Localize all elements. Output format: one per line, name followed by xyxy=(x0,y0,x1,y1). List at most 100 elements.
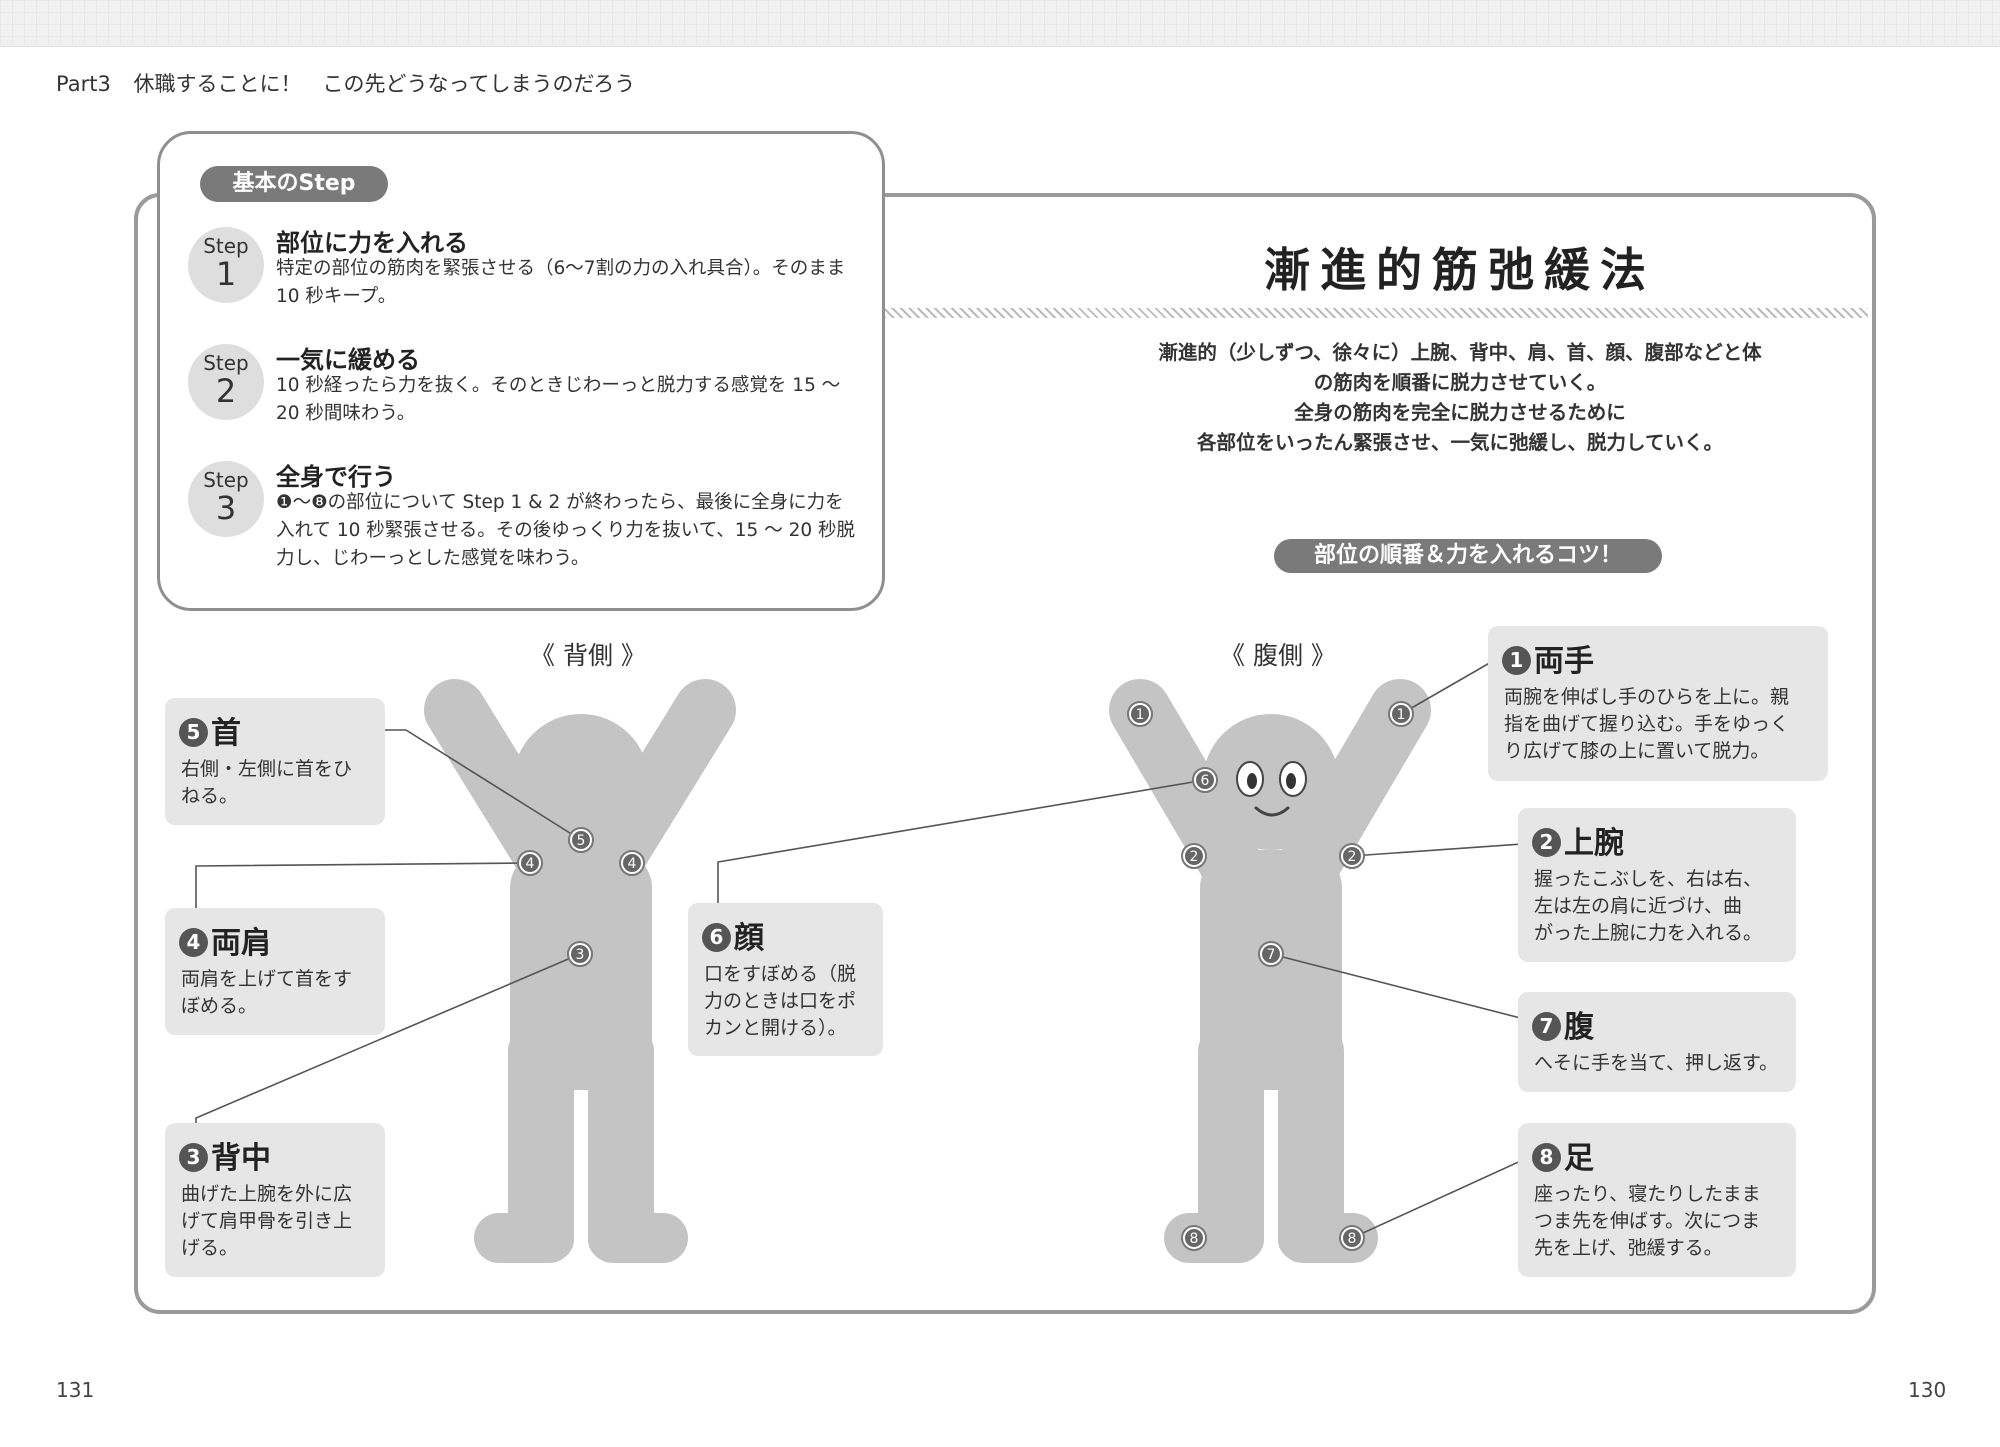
marker-number: 7 xyxy=(1267,947,1276,963)
label-line: 指を曲げて握り込む。手をゆっく xyxy=(1504,713,1790,735)
number-badge: 3 xyxy=(179,1143,208,1172)
label-line: カンと開ける）。 xyxy=(704,1017,847,1039)
step-badge: Step 3 xyxy=(188,461,264,537)
label-line: 両腕を伸ばし手のひらを上に。親 xyxy=(1504,686,1790,708)
step-text: ❶～❽の部位について Step 1 & 2 が終わったら、最後に全身に力を入れて… xyxy=(276,492,855,569)
step-word: Step xyxy=(203,351,249,375)
step-title: 全身で行う xyxy=(276,463,396,491)
intro-line: 漸進的（少しずつ、徐々に）上腕、背中、肩、首、顔、腹部などと体 xyxy=(1158,341,1762,364)
marker-number: 8 xyxy=(1348,1231,1357,1247)
marker-6: 6 xyxy=(1192,767,1218,793)
intro-line: 全身の筋肉を完全に脱力させるために xyxy=(1294,401,1626,424)
number-badge: 4 xyxy=(179,928,208,957)
label-title-text: 顔 xyxy=(734,921,764,956)
step-number: 3 xyxy=(215,489,237,527)
label-title-text: 足 xyxy=(1564,1141,1594,1176)
label-line: 口をすぼめる（脱 xyxy=(704,963,857,985)
page-header: Part3 休職することに！ この先どうなってしまうのだろう xyxy=(56,68,651,98)
label-line: り広げて膝の上に置いて脱力。 xyxy=(1504,740,1770,762)
step-text: 10 秒経ったら力を抜く。そのときじわーっと脱力する感覚を 15 ～ 20 秒間… xyxy=(276,375,841,424)
intro-text: 漸進的（少しずつ、徐々に）上腕、背中、肩、首、顔、腹部などと体 の筋肉を順番に脱… xyxy=(1110,338,1810,458)
label-title-text: 両肩 xyxy=(211,926,271,961)
marker-number: 1 xyxy=(1136,707,1145,723)
label-text: 座ったり、寝たりしたままつま先を伸ばす。次につま先を上げ、弛緩する。 xyxy=(1534,1181,1761,1262)
step-title: 一気に緩める xyxy=(276,346,420,374)
label-line: げて肩甲骨を引き上 xyxy=(181,1210,353,1232)
front-figure xyxy=(1109,679,1431,1263)
label-line: つま先を伸ばす。次につま xyxy=(1534,1210,1761,1232)
number-badge: 1 xyxy=(1502,646,1531,675)
main-title: 漸進的筋弛緩法 xyxy=(1264,243,1656,297)
label-line: 曲げた上腕を外に広 xyxy=(181,1183,353,1205)
label-line: ねる。 xyxy=(181,785,239,807)
label-text: 握ったこぶしを、右は右、左は左の肩に近づけ、曲がった上腕に力を入れる。 xyxy=(1534,866,1762,947)
label-line: 先を上げ、弛緩する。 xyxy=(1534,1237,1723,1259)
marker-number: 5 xyxy=(577,833,586,849)
label-line: へそに手を当て、押し返す。 xyxy=(1534,1052,1779,1074)
label-line: 力のときは口をポ xyxy=(704,990,857,1012)
front-side-label: 《 腹側 》 xyxy=(1220,641,1336,670)
markers: 5 4 4 3 1 1 6 2 2 7 8 8 xyxy=(517,701,1414,1251)
marker-number: 8 xyxy=(1190,1231,1199,1247)
marker-number: 1 xyxy=(1397,707,1406,723)
label-line: 座ったり、寝たりしたまま xyxy=(1534,1183,1761,1205)
marker-number: 3 xyxy=(576,947,585,963)
number-badge: 6 xyxy=(702,923,731,952)
part-label: Part3 xyxy=(56,72,111,96)
label-title-text: 上腕 xyxy=(1564,826,1624,861)
chapter-title: 休職することに！ この先どうなってしまうのだろう xyxy=(133,72,636,96)
back-figure xyxy=(424,679,736,1263)
label-title-text: 腹 xyxy=(1564,1010,1594,1045)
tips-pill: 部位の順番＆力を入れるコツ！ xyxy=(1274,539,1662,573)
title-underline xyxy=(884,308,1868,318)
label-title-text: 首 xyxy=(211,716,241,751)
step-title: 部位に力を入れる xyxy=(276,229,468,257)
marker-4: 4 xyxy=(517,850,543,876)
back-side-label: 《 背側 》 xyxy=(530,641,646,670)
label-line: げる。 xyxy=(181,1237,239,1259)
page-number-right: 130 xyxy=(1908,1378,1947,1402)
label-title-text: 背中 xyxy=(211,1141,271,1176)
step-text: 特定の部位の筋肉を緊張させる（6～7割の力の入れ具合）。そのまま 10 秒キープ… xyxy=(276,258,846,307)
marker-3: 3 xyxy=(567,941,593,967)
marker-8: 8 xyxy=(1181,1225,1207,1251)
marker-2: 2 xyxy=(1181,843,1207,869)
marker-7: 7 xyxy=(1258,941,1284,967)
label-text: 右側・左側に首をひねる。 xyxy=(181,756,352,810)
marker-number: 2 xyxy=(1348,849,1357,865)
top-strip xyxy=(0,0,2000,47)
label-text: 曲げた上腕を外に広げて肩甲骨を引き上げる。 xyxy=(181,1181,352,1262)
marker-1: 1 xyxy=(1388,701,1414,727)
label-text: 口をすぼめる（脱力のときは口をポカンと開ける）。 xyxy=(704,961,856,1042)
label-line: ぼめる。 xyxy=(181,995,258,1017)
marker-8: 8 xyxy=(1339,1225,1365,1251)
step-number: 1 xyxy=(215,255,237,293)
step-badge: Step 2 xyxy=(188,344,264,420)
step-word: Step xyxy=(203,234,249,258)
marker-1: 1 xyxy=(1127,701,1153,727)
intro-line: の筋肉を順番に脱力させていく。 xyxy=(1313,371,1607,394)
label-title-text: 両手 xyxy=(1534,644,1594,679)
label-text: 両腕を伸ばし手のひらを上に。親指を曲げて握り込む。手をゆっくり広げて膝の上に置い… xyxy=(1504,684,1789,765)
steps-pill: 基本のStep xyxy=(200,166,388,202)
label-line: がった上腕に力を入れる。 xyxy=(1534,922,1763,944)
step-word: Step xyxy=(203,468,249,492)
label-line: 右側・左側に首をひ xyxy=(181,758,353,780)
basic-steps-box: 基本のStep Step 1 部位に力を入れる 特定の部位の筋肉を緊張させる（6… xyxy=(157,131,885,611)
marker-number: 4 xyxy=(526,856,535,872)
label-line: 握ったこぶしを、右は右、 xyxy=(1534,868,1763,890)
label-text: へそに手を当て、押し返す。 xyxy=(1534,1050,1778,1077)
marker-4: 4 xyxy=(619,850,645,876)
